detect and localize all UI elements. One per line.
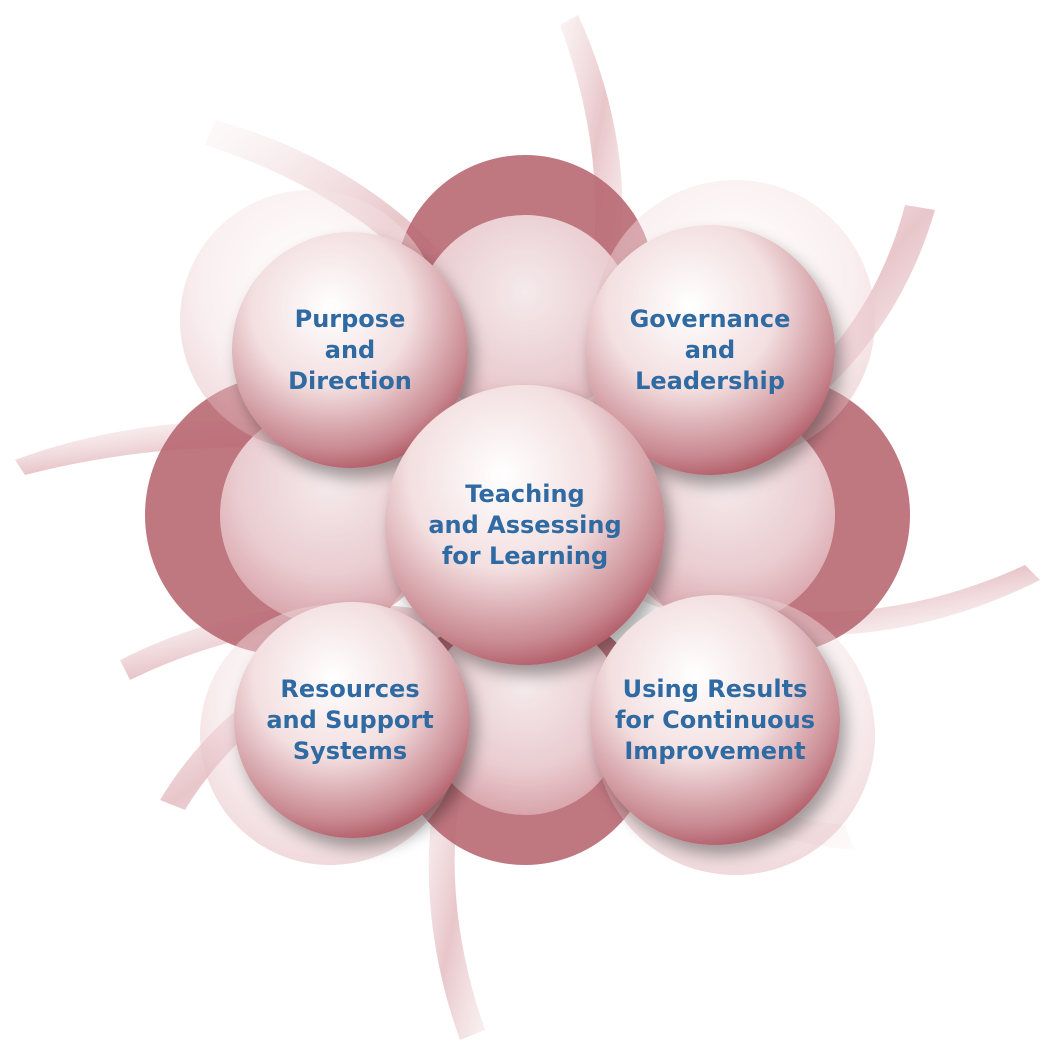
- sphere-using: [590, 595, 840, 845]
- sphere-center: [385, 385, 665, 665]
- petal-top: [415, 215, 635, 435]
- sphere-purpose: [232, 232, 468, 468]
- sphere-resources: [234, 602, 470, 838]
- sphere-governance: [585, 225, 835, 475]
- petal-bottom: [425, 615, 625, 815]
